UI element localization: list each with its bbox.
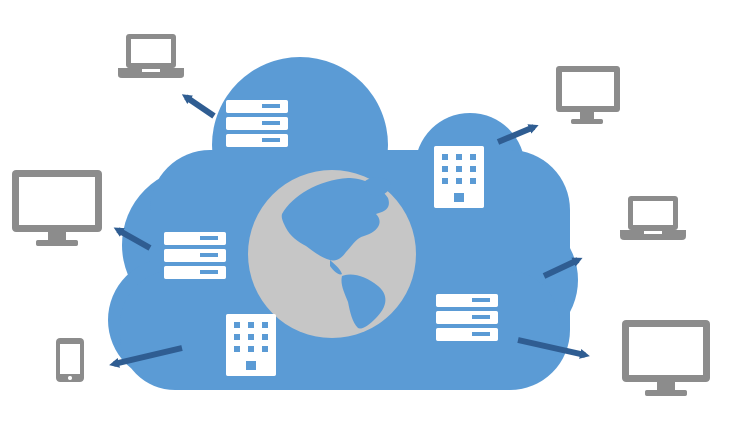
- arrow-icon: [496, 124, 539, 145]
- south-america-shape: [341, 274, 386, 329]
- globe-icon: [248, 170, 416, 338]
- arrow-icon: [517, 337, 590, 359]
- server-rack-icon-right: [436, 294, 498, 341]
- server-rack-icon-left: [164, 232, 226, 279]
- office-building-icon-lower: [226, 314, 276, 376]
- arrow-icon: [113, 227, 152, 251]
- monitor-top-right-icon: [556, 66, 620, 124]
- arrow-icon: [542, 257, 583, 279]
- arrow-icon: [181, 94, 216, 119]
- greenland-shape: [363, 177, 391, 196]
- office-building-icon-upper: [434, 146, 484, 208]
- smartphone-bottom-left-icon: [56, 338, 84, 382]
- arrow-icons: [109, 94, 590, 368]
- arrow-icon: [109, 345, 183, 368]
- central-america-shape: [330, 260, 342, 275]
- north-america-shape: [281, 178, 389, 261]
- monitor-bottom-right-icon: [622, 320, 710, 396]
- laptop-top-left-icon: [118, 34, 184, 78]
- monitor-left-icon: [12, 170, 102, 246]
- laptop-right-icon: [620, 196, 686, 240]
- server-rack-icon-top: [226, 100, 288, 147]
